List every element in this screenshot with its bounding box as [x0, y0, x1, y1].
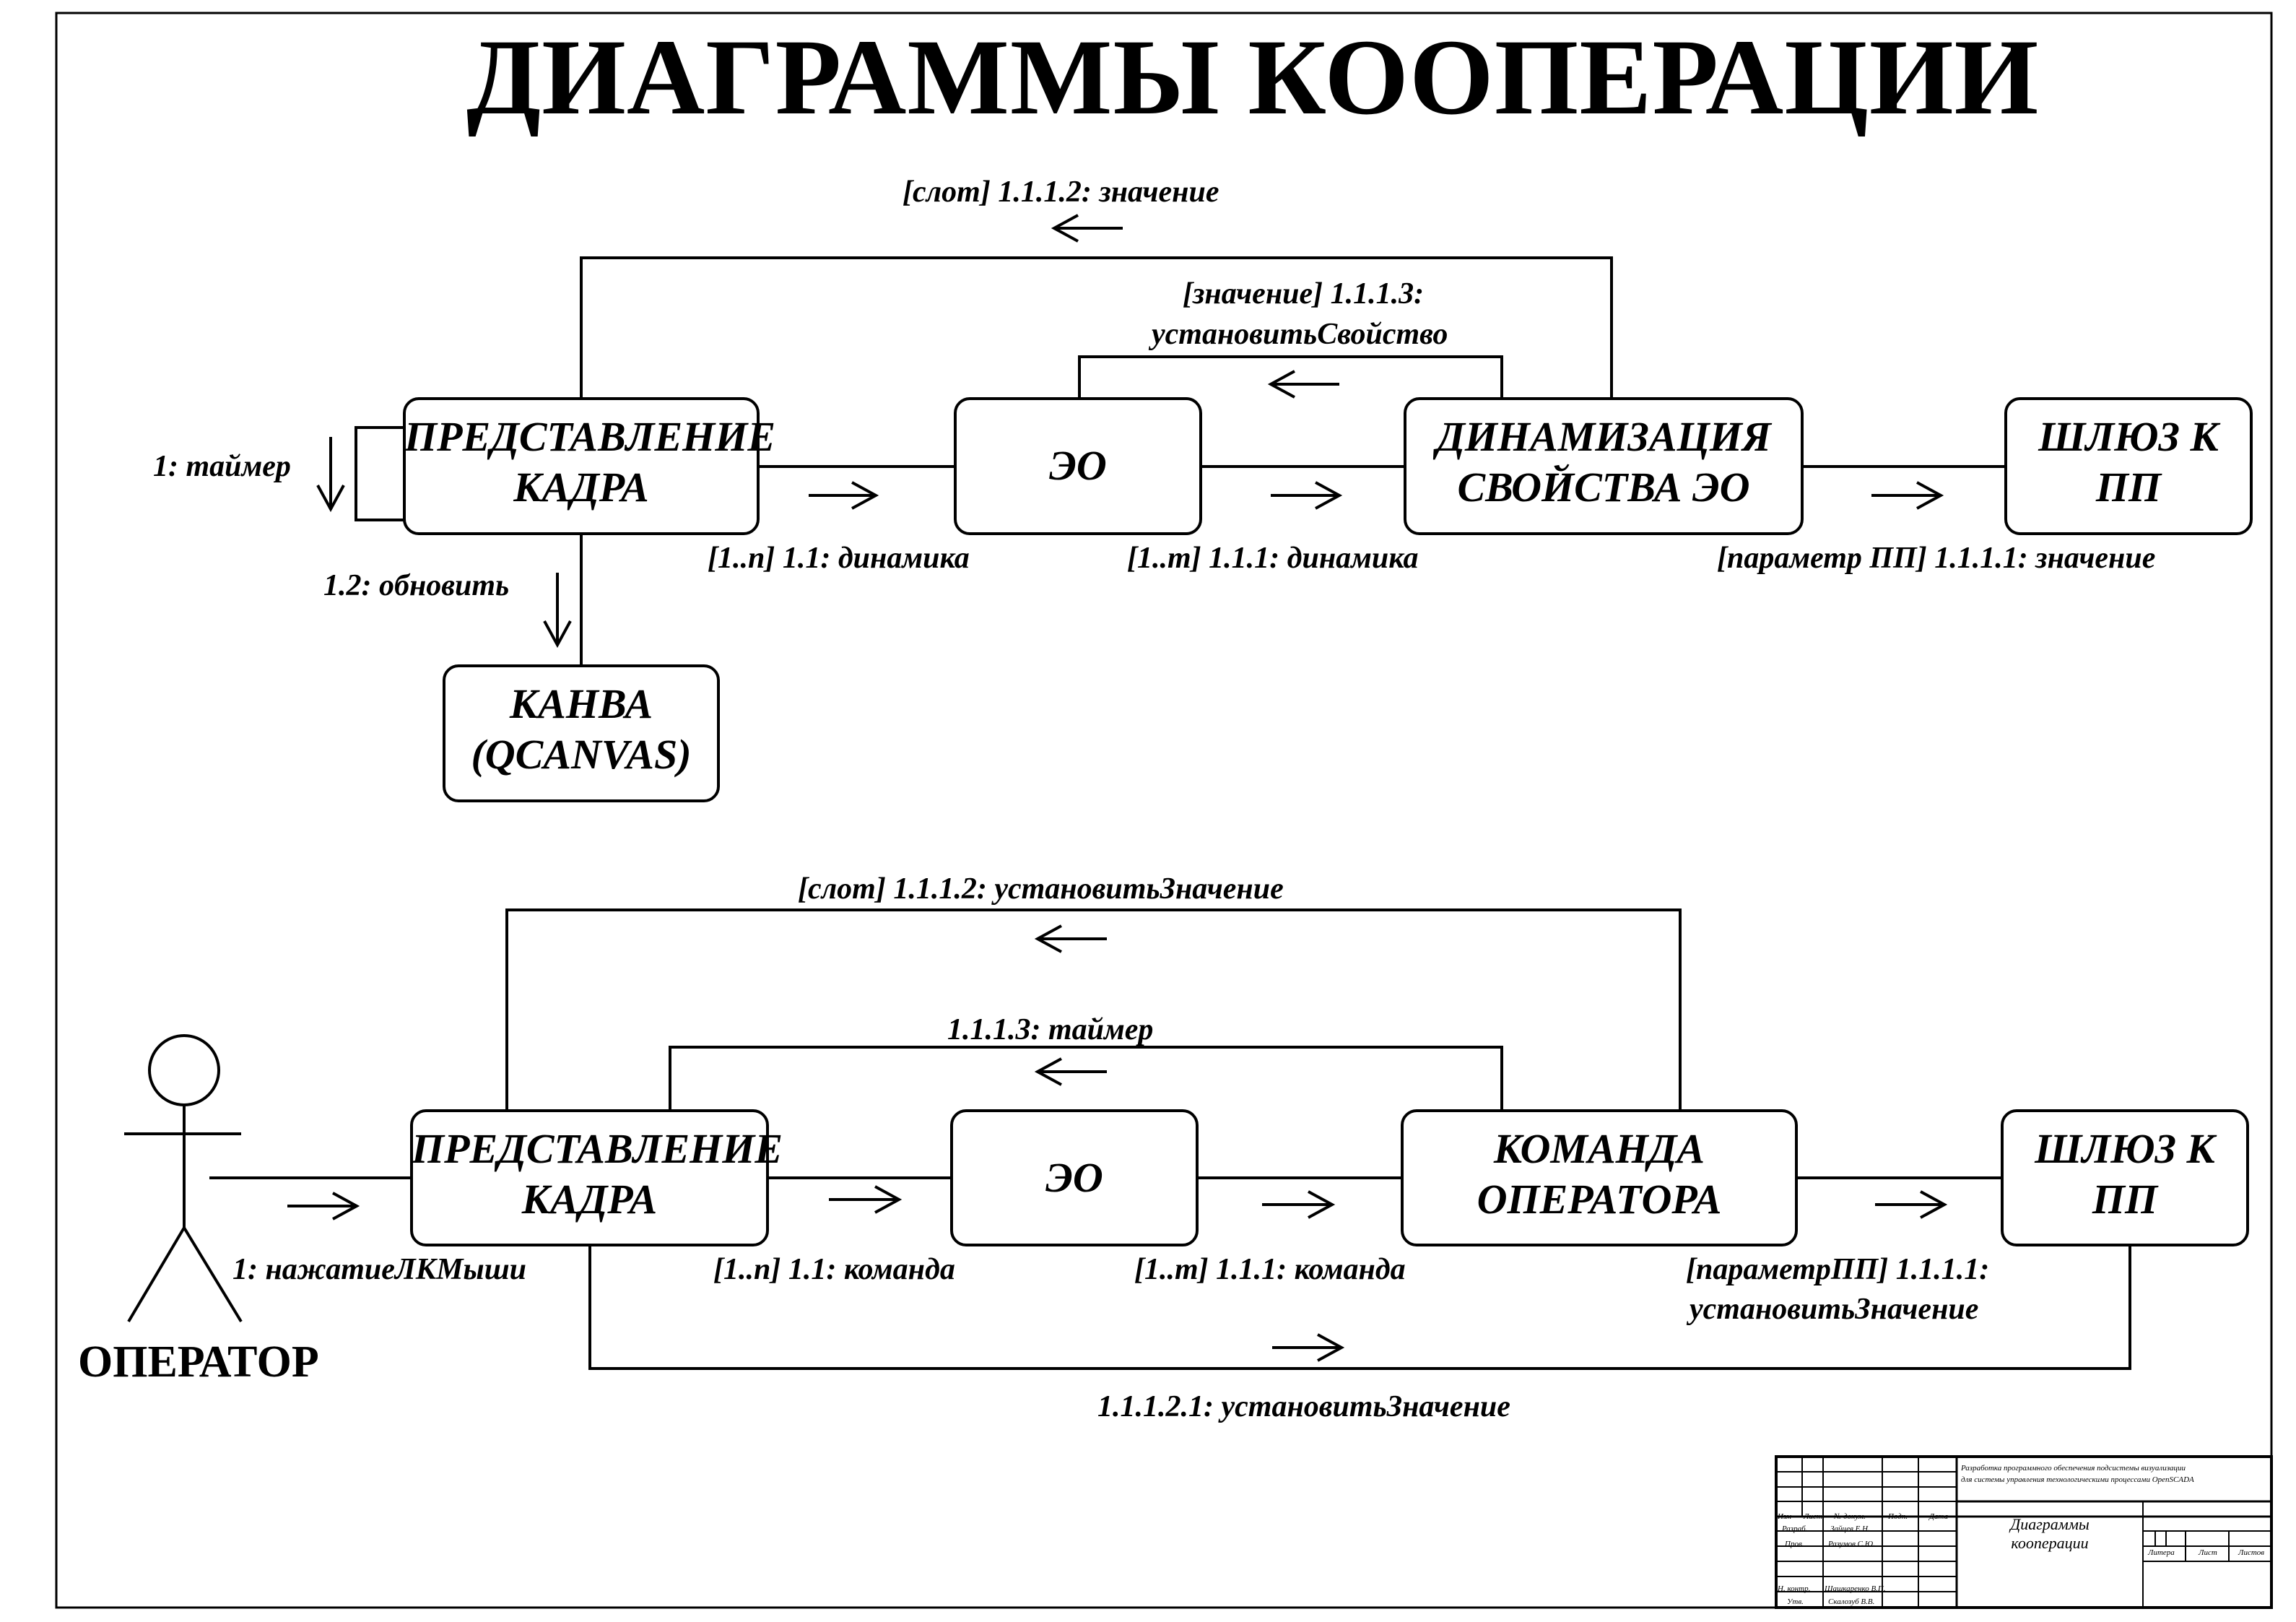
bottom-frame-node-label: ПРЕДСТАВЛЕНИЕ КАДРА: [412, 1125, 783, 1223]
stamp-project-line-2: для системы управления технологическими …: [1961, 1475, 2194, 1484]
operator-actor-label: ОПЕРАТОР: [78, 1337, 319, 1387]
top-gateway-node-label: ШЛЮЗ К ПП: [2038, 413, 2219, 511]
bottom-param-set-message-1: [параметрПП] 1.1.1.1:: [1686, 1253, 1990, 1286]
page-title: ДИАГРАММЫ КООПЕРАЦИИ: [466, 17, 2040, 137]
stamp-row-nkontr: Н. контр.: [1778, 1584, 1811, 1593]
top-setprop-loop: [1078, 355, 1503, 399]
stamp-sheet: Лист: [2199, 1548, 2217, 1557]
stamp-col-date: Дата: [1929, 1512, 1949, 1521]
top-arrows: [316, 214, 1944, 649]
stamp-doc-name-2: кооперации: [2011, 1534, 2089, 1552]
bottom-arrows: [287, 924, 1948, 1362]
top-timer-loop: [355, 426, 404, 521]
stamp-row-utv: Утв.: [1787, 1597, 1804, 1606]
bottom-gateway-node-label: ШЛЮЗ К ПП: [2035, 1125, 2215, 1223]
top-eo-node-label: ЭО: [1049, 442, 1107, 489]
stamp-project-line-1: Разработка программного обеспечения подс…: [1961, 1464, 2186, 1473]
stamp-row-prov-name: Разумов С.Ю.: [1828, 1540, 1875, 1548]
bottom-param-set-message-2: установитьЗначение: [1690, 1293, 1979, 1326]
bottom-click-message: 1: нажатиеЛКМыши: [232, 1253, 527, 1286]
stamp-col-sign: Подп.: [1888, 1512, 1908, 1521]
stamp-grid: [1775, 1455, 2273, 1609]
stamp-col-izm: Изм: [1778, 1512, 1791, 1521]
top-param-value-message: [параметр ПП] 1.1.1.1: значение: [1717, 542, 2156, 575]
stamp-row-razrab: Разраб.: [1782, 1525, 1808, 1533]
top-dynamics-message-2: [1..m] 1.1.1: динамика: [1127, 542, 1419, 575]
stamp-sheets: Листов: [2238, 1548, 2265, 1557]
top-slot-loop: [580, 256, 1613, 399]
top-timer-message: 1: таймер: [153, 450, 291, 483]
bottom-timer-message: 1.1.1.3: таймер: [947, 1013, 1154, 1046]
bottom-timer-loop: [669, 1046, 1503, 1111]
bottom-setvalue-loop: [588, 1245, 2131, 1370]
bottom-eo-node-label: ЭО: [1045, 1154, 1103, 1201]
top-slot-value-message: [слот] 1.1.1.2: значение: [903, 175, 1219, 209]
stamp-litera: Литера: [2148, 1548, 2175, 1557]
stamp-col-list: Лист: [1804, 1512, 1822, 1521]
top-dynamics-message-1: [1..n] 1.1: динамика: [708, 542, 970, 575]
operator-actor-icon: [124, 1034, 243, 1323]
stamp-row-razrab-name: Зайцев Е.Н.: [1830, 1525, 1870, 1533]
bottom-slot-set-message: [слот] 1.1.1.2: установитьЗначение: [798, 872, 1284, 906]
top-dynamics-node-label: ДИНАМИЗАЦИЯ СВОЙСТВА ЭО: [1436, 413, 1771, 511]
stamp-row-utv-name: Скалозуб В.В.: [1828, 1597, 1875, 1606]
stamp-col-doc: № докум.: [1834, 1512, 1866, 1521]
bottom-slot-loop: [505, 908, 1682, 1111]
top-canvas-node-label: КАНВА (QCANVAS): [471, 680, 692, 778]
top-frame-node-label: ПРЕДСТАВЛЕНИЕ КАДРА: [404, 413, 776, 511]
stamp-doc-name-1: Диаграммы: [2010, 1515, 2090, 1533]
bottom-command-node-label: КОМАНДА ОПЕРАТОРА: [1477, 1125, 1722, 1223]
top-setprop-message-2: установитьСвойство: [1152, 318, 1448, 351]
stamp-row-nkontr-name: Шашкаренко В.П.: [1825, 1584, 1886, 1593]
top-setprop-message-1: [значение] 1.1.1.3:: [1183, 277, 1425, 311]
bottom-command-message-1: [1..n] 1.1: команда: [713, 1253, 955, 1286]
top-refresh-message: 1.2: обновить: [323, 569, 510, 602]
stamp-row-prov: Пров.: [1785, 1540, 1804, 1548]
bottom-setvalue-message: 1.1.1.2.1: установитьЗначение: [1097, 1390, 1510, 1423]
drawing-frame: [55, 12, 2273, 1609]
bottom-command-message-2: [1..m] 1.1.1: команда: [1134, 1253, 1406, 1286]
